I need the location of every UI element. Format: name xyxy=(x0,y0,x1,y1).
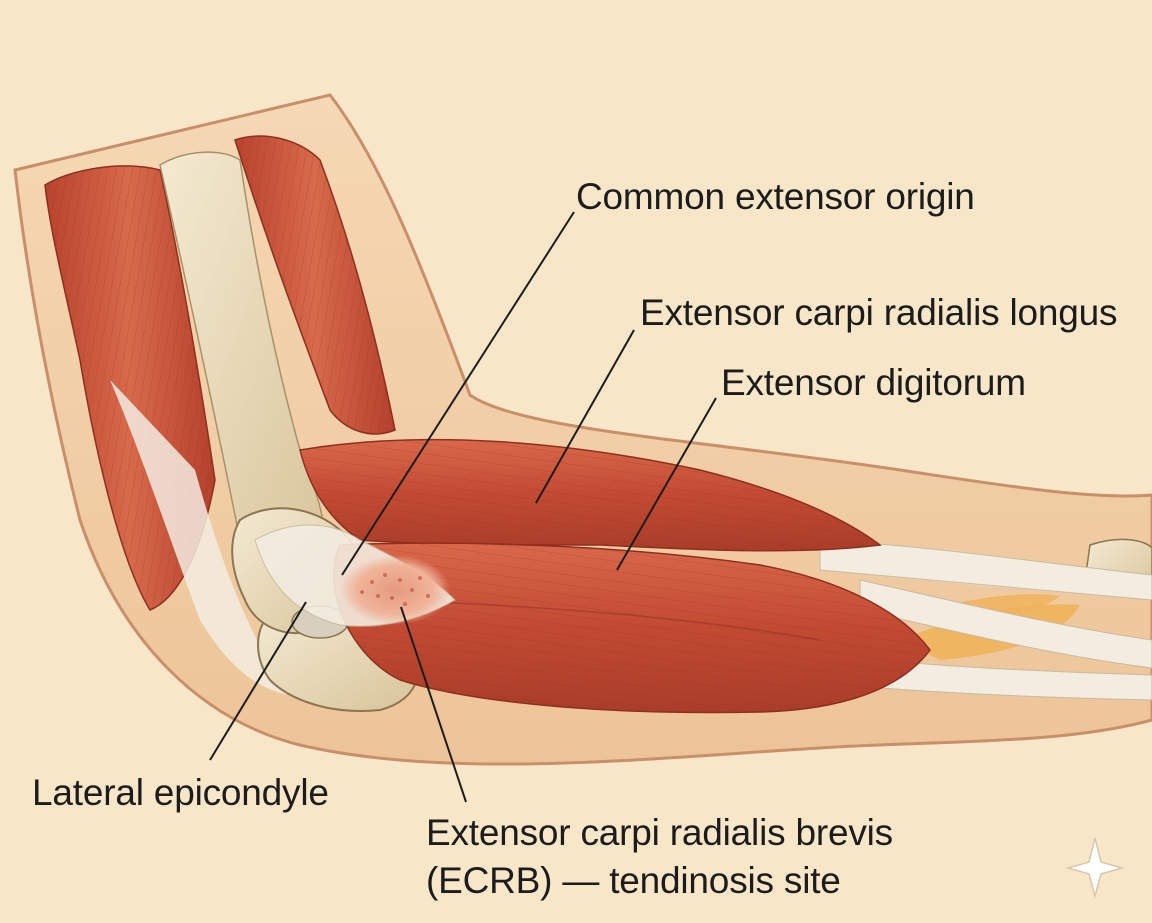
label-ecrl: Extensor carpi radialis longus xyxy=(640,292,1118,333)
label-ecrb-line2: (ECRB) — tendinosis site xyxy=(426,860,841,901)
label-ecrb-line1: Extensor carpi radialis brevis xyxy=(426,812,893,853)
leader-lines xyxy=(209,211,717,803)
label-lateral-epicondyle: Lateral epicondyle xyxy=(32,772,329,813)
forearm-tendons xyxy=(819,539,1152,601)
leader-common-extensor-origin xyxy=(341,211,575,576)
label-extensor-digitorum: Extensor digitorum xyxy=(721,362,1026,403)
leader-extensor-digitorum xyxy=(616,397,717,571)
label-common-extensor-origin: Common extensor origin xyxy=(576,176,975,217)
leader-ecrl xyxy=(535,329,635,504)
leader-ecrb xyxy=(400,606,467,803)
tendinosis-site xyxy=(340,555,450,625)
sparkle-star-icon xyxy=(1065,837,1125,899)
leader-lateral-epicondyle xyxy=(209,601,307,761)
